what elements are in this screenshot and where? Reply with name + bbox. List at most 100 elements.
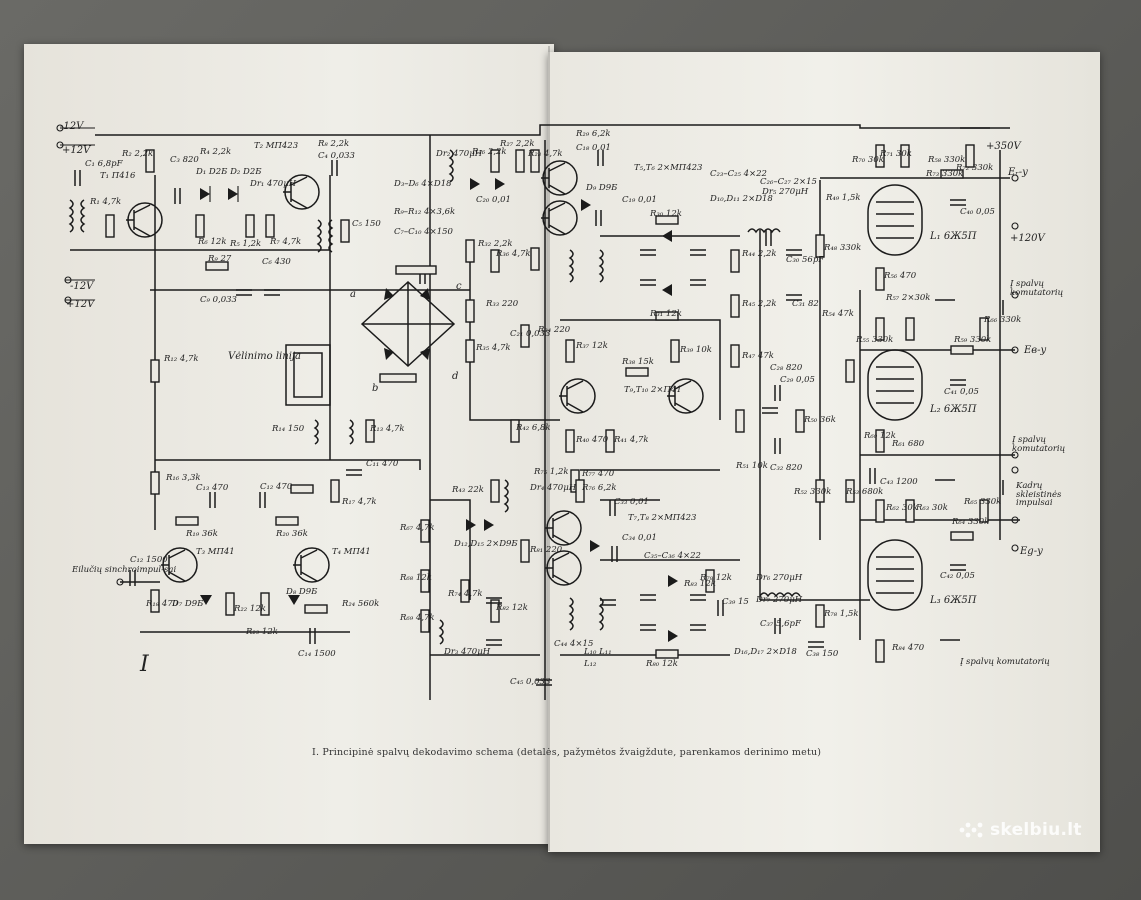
label-r67: R₆₇ 4,7k (400, 523, 435, 533)
label-c12b: C₁₂ 1500 (130, 555, 168, 565)
label-r16: R₁₆ 3,3k (166, 473, 201, 483)
watermark-text: skelbiu.lt (990, 820, 1082, 840)
label-c11: C₁₁ 470 (366, 459, 399, 469)
label-node-a: a (350, 289, 356, 300)
label-t3: T₃ МП41 (196, 547, 235, 557)
label-c45: C₄₅ 0,033 (510, 677, 551, 687)
label-r6: R₆ 12k (198, 237, 227, 247)
label-d7: D₇ D9Б (172, 599, 204, 609)
label-r9: R₉ 27 (208, 254, 232, 264)
label-c31: C₃₁ 82 (792, 299, 819, 309)
label-r32: R₃₂ 2,2k (478, 239, 513, 249)
label-c44: C₄₄ 4×15 (554, 639, 594, 649)
label-r57: R₅₇ 2×30k (886, 293, 931, 303)
label-r37: R₃₇ 12k (576, 341, 608, 351)
label-r79: R₇₉ 12k (700, 573, 732, 583)
label-r20: R₂₀ 36k (276, 529, 308, 539)
label-r28: R₂₈ 4,7k (528, 149, 563, 159)
label-plus12-top: +12V (62, 145, 91, 156)
label-tube2: L₂ 6Ж5П (930, 404, 977, 415)
label-r50: R₅₀ 36k (804, 415, 836, 425)
label-c12: C₁₂ 470 (260, 482, 293, 492)
label-r80: R₈₀ 12k (646, 659, 678, 669)
label-d9: D₉ D9Б (586, 183, 618, 193)
label-r72: R₇₂ 330k (956, 163, 994, 173)
label-r44: R₄₄ 2,2k (742, 249, 777, 259)
label-r2: R₂ 2,2k (122, 149, 154, 159)
label-r9r12: R₉–R₁₂ 4×3,6k (394, 207, 456, 217)
label-t4: T₄ МП41 (332, 547, 371, 557)
label-r39: R₃₉ 10k (680, 345, 712, 355)
label-c41: C₄₁ 0,05 (944, 387, 979, 397)
label-r47: R₄₇ 47k (742, 351, 774, 361)
label-d10d11: D₁₀,D₁₁ 2×D18 (710, 194, 773, 204)
label-r4: R₄ 2,2k (200, 147, 232, 157)
label-r27: R₂₇ 2,2k (500, 139, 535, 149)
label-c28: C₂₈ 820 (770, 363, 803, 373)
label-r73: R₇₃ 330k (926, 169, 964, 179)
label-c32: C₃₂ 820 (770, 463, 803, 473)
label-d12d15: D₁₂,D₁₅ 2×D9Б (454, 539, 518, 549)
label-d1d2: D₁ D2Б D₂ D2Б (196, 167, 262, 177)
label-r17: R₁₇ 4,7k (342, 497, 377, 507)
label-node-d: d (452, 371, 459, 382)
label-dr1: Dr₁ 470μH (250, 179, 297, 189)
label-r43: R₄₃ 22k (452, 485, 484, 495)
label-t2: T₂ МП423 (254, 141, 299, 151)
label-r76: R₇₆ 6,2k (582, 483, 617, 493)
label-d3d6: D₃–D₆ 4×D18 (394, 179, 452, 189)
label-r33: R₃₃ 220 (486, 299, 519, 309)
label-eb-y: Eв-y (1024, 345, 1047, 356)
label-delay-line: Vėlinimo linija (228, 351, 301, 362)
label-c20: C₂₀ 0,01 (476, 195, 511, 205)
label-r83: R₈₃ 12k (684, 579, 716, 589)
label-r23: R₂₃ 12k (246, 627, 278, 637)
label-dr6: Dr₆ 270μH (756, 573, 803, 583)
label-r70: R₇₀ 30k (852, 155, 884, 165)
label-er-y: Eᵣ-y (1008, 167, 1028, 178)
label-r18: R₁₈ 470 (146, 599, 179, 609)
label-r81: R₈₁ 220 (530, 545, 563, 555)
label-r75: R₇₅ 1,2k (534, 467, 569, 477)
label-c18: C₁₈ 0,01 (576, 143, 611, 153)
label-r84: R₈₄ 470 (892, 643, 925, 653)
label-dr5: Dr₅ 270μH (762, 187, 809, 197)
diode-symbols (200, 178, 678, 642)
label-r1: R₁ 4,7k (90, 197, 122, 207)
label-c6: C₆ 430 (262, 257, 291, 267)
watermark: skelbiu.lt (958, 820, 1082, 840)
label-r8: R₈ 2,2k (318, 139, 350, 149)
label-d8: D₈ D9Б (286, 587, 318, 597)
label-r13: R₁₃ 4,7k (370, 424, 405, 434)
label-r59: R₅₉ 330k (954, 335, 992, 345)
label-r38: R₃₈ 15k (622, 357, 654, 367)
label-r63: R₆₃ 30k (916, 503, 948, 513)
label-c42: C₄₂ 0,05 (940, 571, 975, 581)
label-r34: R₃₄ 220 (538, 325, 571, 335)
label-r65: R₆₅ 330k (964, 497, 1002, 507)
label-t1: T₁ П416 (100, 171, 136, 181)
watermark-dots-icon (959, 822, 983, 838)
label-l12: L₁₂ (584, 659, 597, 669)
label-r69: R₆₉ 4,7k (400, 613, 435, 623)
label-kadru-impulsai: Kadrų skleistinės impulsai (1016, 481, 1062, 508)
label-c14: C₁₄ 1500 (298, 649, 336, 659)
figure-number: I (140, 652, 149, 677)
bridge-network (360, 265, 456, 383)
label-r49: R₄₉ 1,5k (826, 193, 861, 203)
terminal-circles (56, 124, 1019, 586)
label-r52: R₅₂ 330k (794, 487, 832, 497)
figure-caption: I. Principinė spalvų dekodavimo schema (… (312, 747, 822, 758)
label-tube3: L₃ 6Ж5П (930, 595, 977, 606)
label-minus12-mid: -12V (70, 281, 94, 292)
paper-fold-line (548, 46, 550, 851)
label-dr7: Dr₇ 270μH (756, 595, 803, 605)
label-c34: C₃₄ 0,01 (622, 533, 657, 543)
label-r26: R₂₆ 2,2k (472, 147, 507, 157)
paper-sheet-left (24, 44, 554, 844)
label-r64: R₆₄ 330k (952, 517, 990, 527)
label-r71: R₇₁ 30k (880, 149, 912, 159)
tube-symbols (867, 184, 923, 611)
